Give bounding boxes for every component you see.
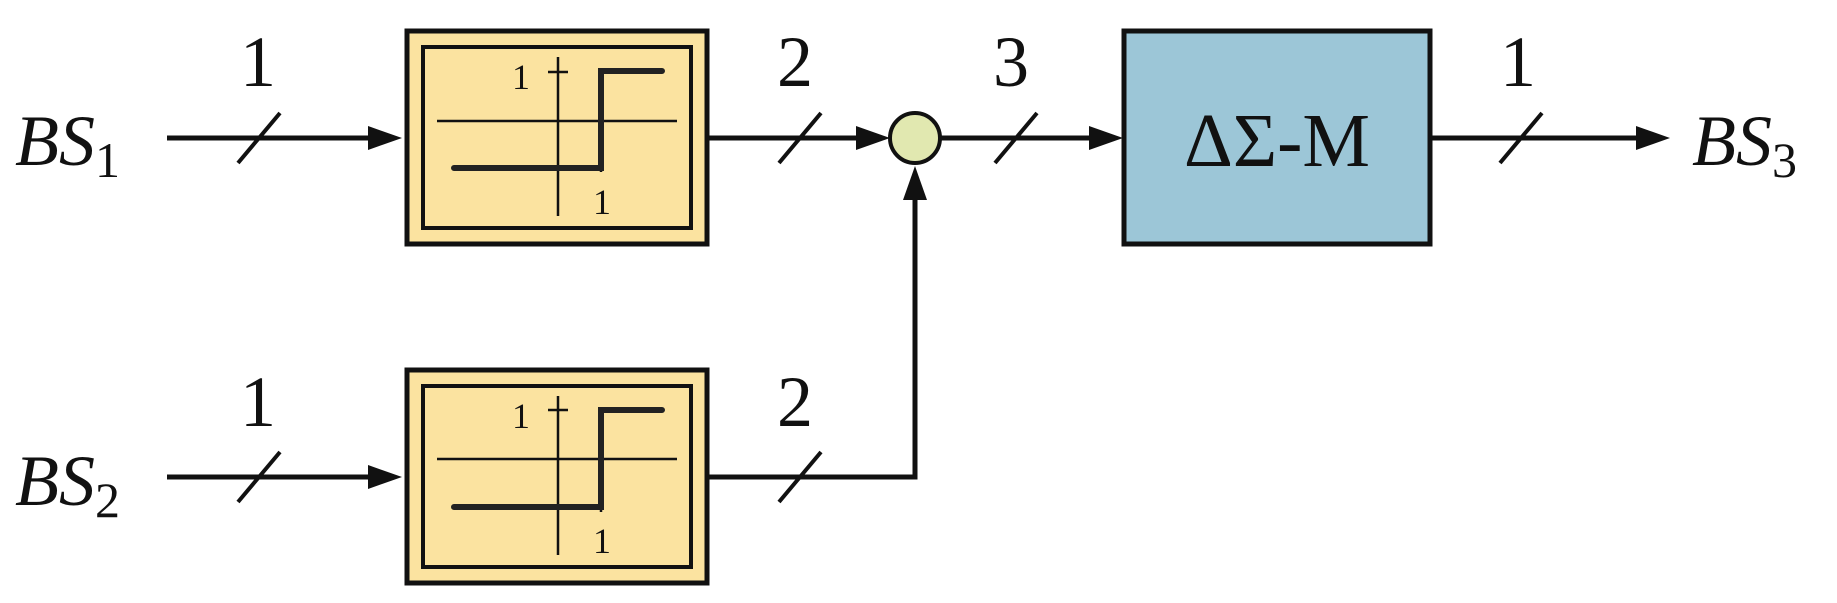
lower-input-wire: 1 — [167, 362, 402, 504]
input-label-bs1: BS1 — [15, 101, 120, 188]
sum-output-wire: 3 — [940, 22, 1123, 165]
delta-sigma-modulator-block: ΔΣ-M — [1121, 28, 1433, 247]
upper-block-output-wire: 2 — [709, 22, 890, 165]
output-wire: 1 — [1432, 22, 1670, 165]
output-label-bs3: BS3 — [1692, 101, 1797, 188]
upper-step-threshold-label: 1 — [593, 182, 611, 222]
bus-width-label-sum-output: 3 — [993, 22, 1029, 102]
upper-input-wire: 1 — [167, 22, 402, 165]
bus-width-label-upper-input: 1 — [240, 22, 276, 102]
lower-step-threshold-label: 1 — [593, 521, 611, 561]
lower-step-block: 1 1 — [404, 367, 710, 586]
input-label-bs2: BS2 — [15, 441, 120, 528]
lower-block-output-wire: 2 — [709, 166, 927, 504]
summing-node — [888, 111, 942, 165]
upper-step-block: 1 1 — [404, 28, 710, 247]
bus-width-label-output: 1 — [1500, 22, 1536, 102]
modulator-label: ΔΣ-M — [1184, 99, 1370, 183]
lower-step-level-label: 1 — [512, 396, 530, 436]
upper-step-level-label: 1 — [512, 57, 530, 97]
bus-width-label-lower-input: 1 — [240, 362, 276, 442]
bus-width-label-upper-block-output: 2 — [777, 22, 813, 102]
bus-width-label-lower-block-output: 2 — [777, 362, 813, 442]
